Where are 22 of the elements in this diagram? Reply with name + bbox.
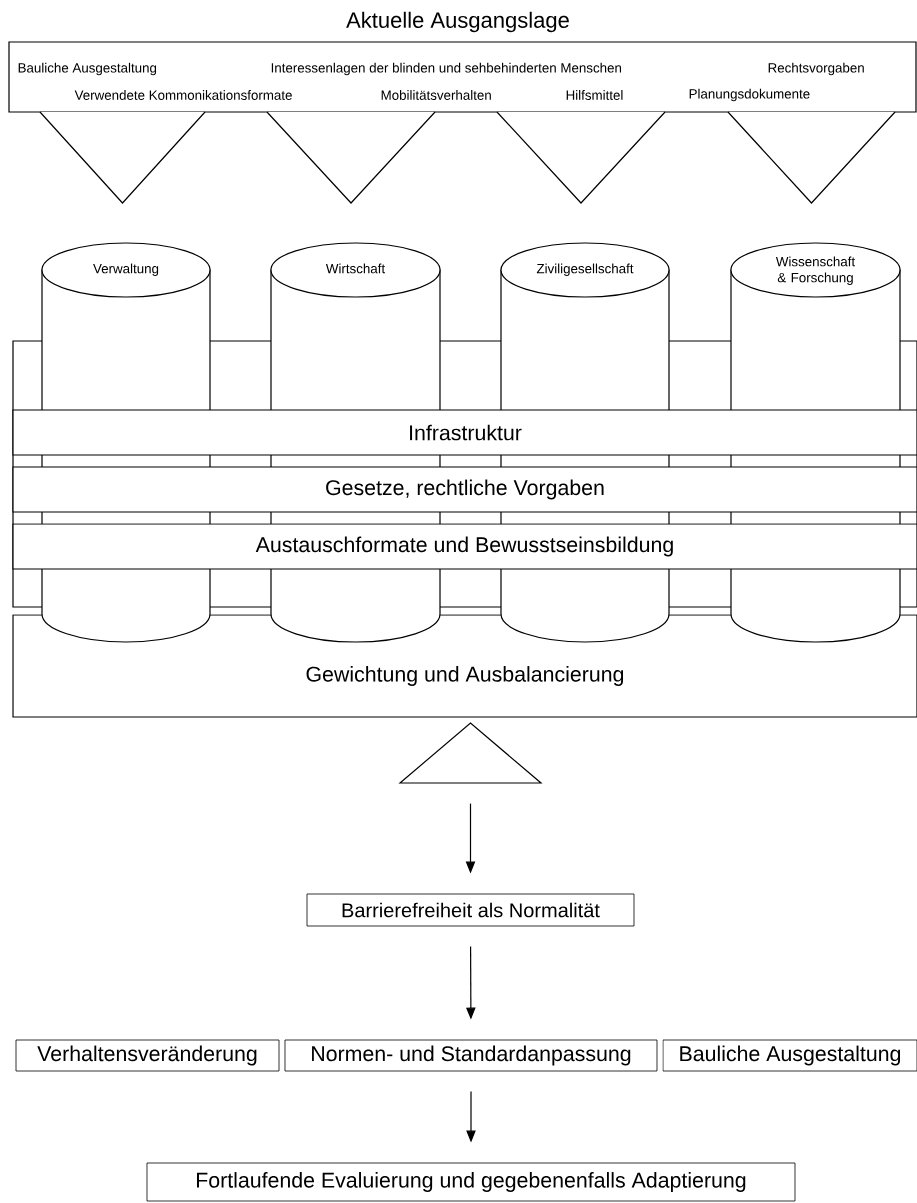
item-text: Mobilitätsverhalten — [381, 90, 491, 100]
item-text: Bauliche Ausgestaltung — [18, 62, 157, 76]
outcome-box: Verhaltensveränderung — [15, 1039, 280, 1072]
layer-band: Gesetze, rechtliche Vorgaben — [12, 466, 917, 513]
funnel-triangle — [496, 111, 666, 204]
item-text: Rechtsvorgaben — [768, 62, 864, 76]
item-text: Verwendete Kommonikationsformate — [74, 90, 292, 100]
item-text: Hilfsmittel — [566, 90, 623, 100]
outcome-box: Bauliche Ausgestaltung — [662, 1039, 917, 1072]
funnel-triangle — [266, 111, 436, 204]
funnel-triangle — [727, 111, 896, 204]
outcome-box: Fortlaufende Evaluierung und gegebenenfalls Adaptierung — [146, 1162, 796, 1202]
layer-band: Infrastruktur — [12, 409, 917, 456]
layer-band: Austauschformate und Bewusstseinsbildung — [12, 523, 917, 570]
item-text: Planungsdokumente — [689, 88, 810, 102]
node-label: & Forschung — [777, 272, 853, 285]
outcome-box: Barrierefreiheit als Normalität — [306, 893, 635, 927]
box-heading: Aktuelle Ausgangslage — [346, 11, 569, 33]
funnel-triangle — [39, 111, 206, 204]
outcome-box: Normen- und Standardanpassung — [284, 1039, 658, 1072]
node-label: Wissenschaft — [775, 256, 856, 267]
item-text: Interessenlagen der blinden und sehbehinderten Menschen — [271, 62, 621, 76]
